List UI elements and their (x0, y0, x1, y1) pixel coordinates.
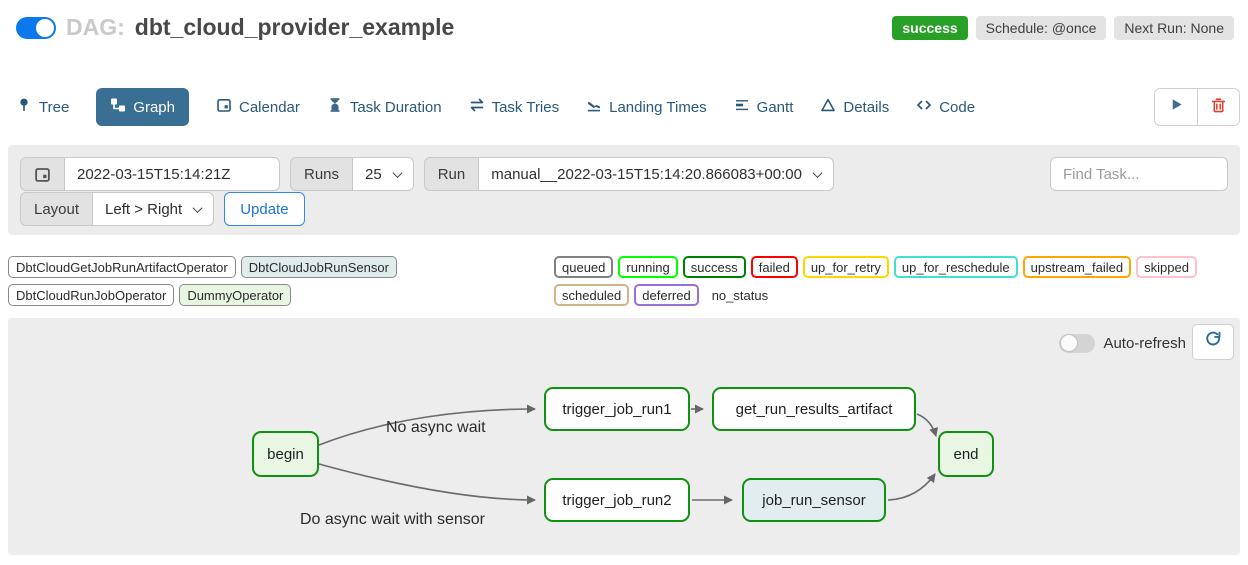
filter-panel: Runs 25 Run manual__2022-03-15T15:14:20.… (8, 145, 1240, 235)
find-task-input[interactable] (1050, 157, 1228, 191)
status-legend-badge[interactable]: skipped (1136, 256, 1197, 278)
graph-icon (110, 97, 126, 117)
operator-badge: DbtCloudGetJobRunArtifactOperator (8, 256, 236, 278)
layout-group: Layout Left > Right (20, 192, 215, 226)
tab-code[interactable]: Code (916, 97, 975, 117)
auto-refresh-label: Auto-refresh (1103, 334, 1186, 352)
dag-header: DAG: dbt_cloud_provider_example success … (16, 14, 1234, 41)
operator-legend: DbtCloudGetJobRunArtifactOperator DbtClo… (8, 256, 554, 306)
dag-edges (318, 404, 939, 505)
toggle-knob (1061, 335, 1078, 351)
chevron-down-icon (192, 202, 203, 213)
calendar-addon-icon (20, 157, 65, 191)
status-legend-badge: no_status (711, 287, 769, 303)
next-run-badge: Next Run: None (1114, 16, 1234, 40)
plane-landing-icon (586, 97, 602, 117)
delete-dag-button[interactable] (1197, 89, 1239, 125)
run-label: Run (423, 157, 480, 191)
tab-task-tries[interactable]: Task Tries (469, 97, 560, 117)
runs-group: Runs 25 (290, 157, 414, 191)
legend: DbtCloudGetJobRunArtifactOperator DbtClo… (8, 256, 1244, 306)
operator-badge: DbtCloudRunJobOperator (8, 284, 175, 306)
status-legend-badge[interactable]: upstream_failed (1022, 256, 1132, 278)
operator-badge: DbtCloudJobRunSensor (240, 256, 397, 278)
chevron-down-icon (392, 167, 403, 178)
run-select[interactable]: manual__2022-03-15T15:14:20.866083+00:00 (479, 157, 834, 191)
layout-label: Layout (20, 192, 94, 226)
task-node-begin[interactable]: begin (252, 431, 319, 477)
status-legend: queued running success failed up_for_ret… (554, 256, 1244, 306)
refresh-button[interactable] (1192, 324, 1234, 360)
tab-label: Code (939, 98, 976, 116)
tab-landing-times[interactable]: Landing Times (586, 97, 707, 117)
status-legend-badge[interactable]: running (618, 256, 678, 278)
tab-tree[interactable]: Tree (16, 97, 69, 117)
chevron-down-icon (812, 167, 823, 178)
task-node-trigger-job-run2[interactable]: trigger_job_run2 (544, 478, 690, 522)
dag-graph-canvas[interactable]: Auto-refresh begin trigger_job_run1 get_… (8, 318, 1240, 555)
trigger-dag-button[interactable] (1155, 89, 1197, 125)
tab-label: Task Duration (349, 98, 442, 116)
code-icon (916, 97, 932, 117)
tab-label: Task Tries (491, 98, 560, 116)
auto-refresh-toggle[interactable] (1059, 333, 1096, 353)
refresh-icon (1205, 331, 1222, 353)
run-group: Run manual__2022-03-15T15:14:20.866083+0… (423, 157, 834, 191)
update-button[interactable]: Update (224, 192, 305, 226)
schedule-badge: Schedule: @once (975, 16, 1107, 40)
triangle-icon (820, 97, 836, 117)
dag-action-buttons (1154, 88, 1240, 126)
status-legend-badge[interactable]: scheduled (554, 284, 630, 306)
play-icon (1169, 97, 1184, 117)
tab-label: Calendar (239, 98, 300, 116)
tab-details[interactable]: Details (820, 97, 889, 117)
tab-graph[interactable]: Graph (96, 88, 189, 126)
dag-pause-toggle[interactable] (16, 16, 56, 39)
trash-icon (1211, 97, 1226, 118)
task-node-get-run-results-artifact[interactable]: get_run_results_artifact (712, 387, 916, 431)
tab-label: Details (843, 98, 890, 116)
repeat-icon (469, 97, 485, 117)
base-date-input[interactable] (77, 165, 267, 183)
page-title: dbt_cloud_provider_example (134, 14, 455, 40)
status-legend-badge[interactable]: up_for_retry (802, 256, 889, 278)
calendar-icon (216, 97, 232, 117)
task-node-trigger-job-run1[interactable]: trigger_job_run1 (544, 387, 690, 431)
tab-task-duration[interactable]: Task Duration (327, 97, 442, 117)
base-date-group (20, 157, 280, 191)
tab-calendar[interactable]: Calendar (216, 97, 300, 117)
runs-label: Runs (290, 157, 354, 191)
runs-select[interactable]: 25 (353, 157, 414, 191)
tab-label: Graph (133, 98, 175, 116)
status-legend-badge[interactable]: success (682, 256, 746, 278)
task-node-end[interactable]: end (938, 431, 994, 477)
toggle-knob (36, 18, 54, 37)
status-legend-badge[interactable]: queued (554, 256, 614, 278)
status-badge: success (892, 16, 968, 40)
hourglass-icon (327, 97, 343, 117)
status-legend-badge[interactable]: up_for_reschedule (893, 256, 1018, 278)
operator-badge: DummyOperator (179, 284, 292, 306)
status-legend-badge[interactable]: deferred (634, 284, 699, 306)
tree-icon (16, 97, 32, 117)
tab-gantt[interactable]: Gantt (734, 97, 794, 117)
edge-label-no-async-wait: No async wait (386, 419, 486, 436)
view-tabbar: Tree Graph Calendar Task Duration Task T… (16, 88, 1240, 126)
task-node-job-run-sensor[interactable]: job_run_sensor (742, 478, 886, 522)
tab-label: Gantt (756, 98, 794, 116)
tab-label: Landing Times (609, 98, 707, 116)
dag-prefix-label: DAG: (66, 14, 125, 40)
tab-label: Tree (39, 98, 70, 116)
status-legend-badge[interactable]: failed (750, 256, 798, 278)
edge-label-do-async-wait: Do async wait with sensor (300, 511, 485, 528)
gantt-bars-icon (734, 97, 750, 117)
layout-select[interactable]: Left > Right (93, 192, 215, 226)
